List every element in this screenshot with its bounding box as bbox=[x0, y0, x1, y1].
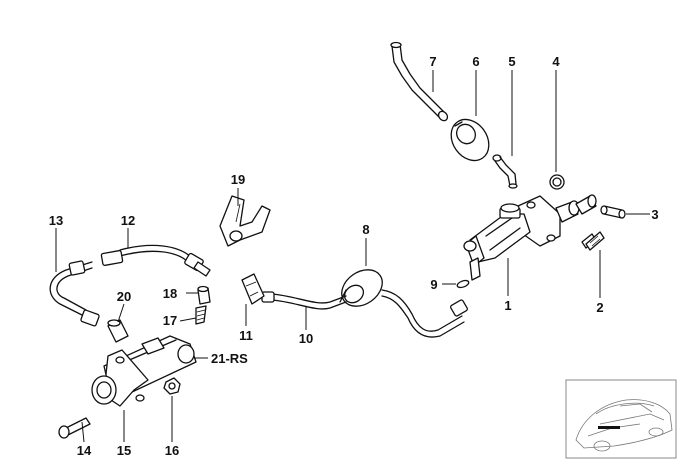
callout-12: 12 bbox=[121, 213, 135, 228]
callout-17: 17 bbox=[163, 313, 177, 328]
part-17-bleed-screw bbox=[195, 305, 207, 325]
callout-11: 11 bbox=[239, 328, 253, 343]
callout-labels: 7 6 5 4 3 2 1 9 8 10 11 19 12 13 20 18 1… bbox=[49, 54, 659, 458]
leader-lines bbox=[55, 70, 650, 443]
location-marker bbox=[598, 426, 620, 429]
callout-2: 2 bbox=[596, 300, 603, 315]
callout-5: 5 bbox=[508, 54, 515, 69]
part-8-grommet bbox=[339, 269, 468, 338]
part-14-bolt bbox=[58, 417, 91, 439]
part-9-o-ring bbox=[456, 279, 470, 289]
callout-13: 13 bbox=[49, 213, 63, 228]
callout-16: 16 bbox=[165, 443, 179, 458]
callout-4: 4 bbox=[552, 54, 560, 69]
part-4-seal-ring bbox=[549, 174, 565, 190]
part-1-master-cylinder bbox=[463, 194, 597, 281]
callout-18: 18 bbox=[163, 286, 177, 301]
callout-6: 6 bbox=[472, 54, 479, 69]
part-11-bracket bbox=[241, 273, 265, 305]
callout-19: 19 bbox=[231, 172, 245, 187]
part-15-slave-cylinder bbox=[91, 335, 197, 407]
callout-15: 15 bbox=[117, 443, 131, 458]
part-5-pipe bbox=[492, 154, 518, 189]
car-location-thumbnail bbox=[565, 379, 677, 459]
callout-3: 3 bbox=[651, 207, 658, 222]
part-2-bolt bbox=[581, 231, 605, 251]
part-6-grommet bbox=[450, 118, 490, 162]
part-16-nut bbox=[163, 377, 181, 395]
callout-7: 7 bbox=[429, 54, 436, 69]
callout-20: 20 bbox=[117, 289, 131, 304]
callout-10: 10 bbox=[299, 331, 313, 346]
part-7-hose bbox=[390, 41, 449, 122]
callout-9: 9 bbox=[430, 277, 437, 292]
part-20-sleeve bbox=[107, 319, 129, 343]
callout-21-rs: 21-RS bbox=[211, 351, 248, 366]
callout-8: 8 bbox=[362, 222, 369, 237]
part-12-13-hose bbox=[49, 244, 211, 327]
callout-14: 14 bbox=[77, 443, 92, 458]
part-10-pipe bbox=[261, 291, 347, 310]
part-19-bracket bbox=[219, 195, 271, 247]
callout-1: 1 bbox=[504, 298, 511, 313]
part-18-cap bbox=[197, 285, 211, 305]
part-3-pin bbox=[600, 205, 626, 219]
